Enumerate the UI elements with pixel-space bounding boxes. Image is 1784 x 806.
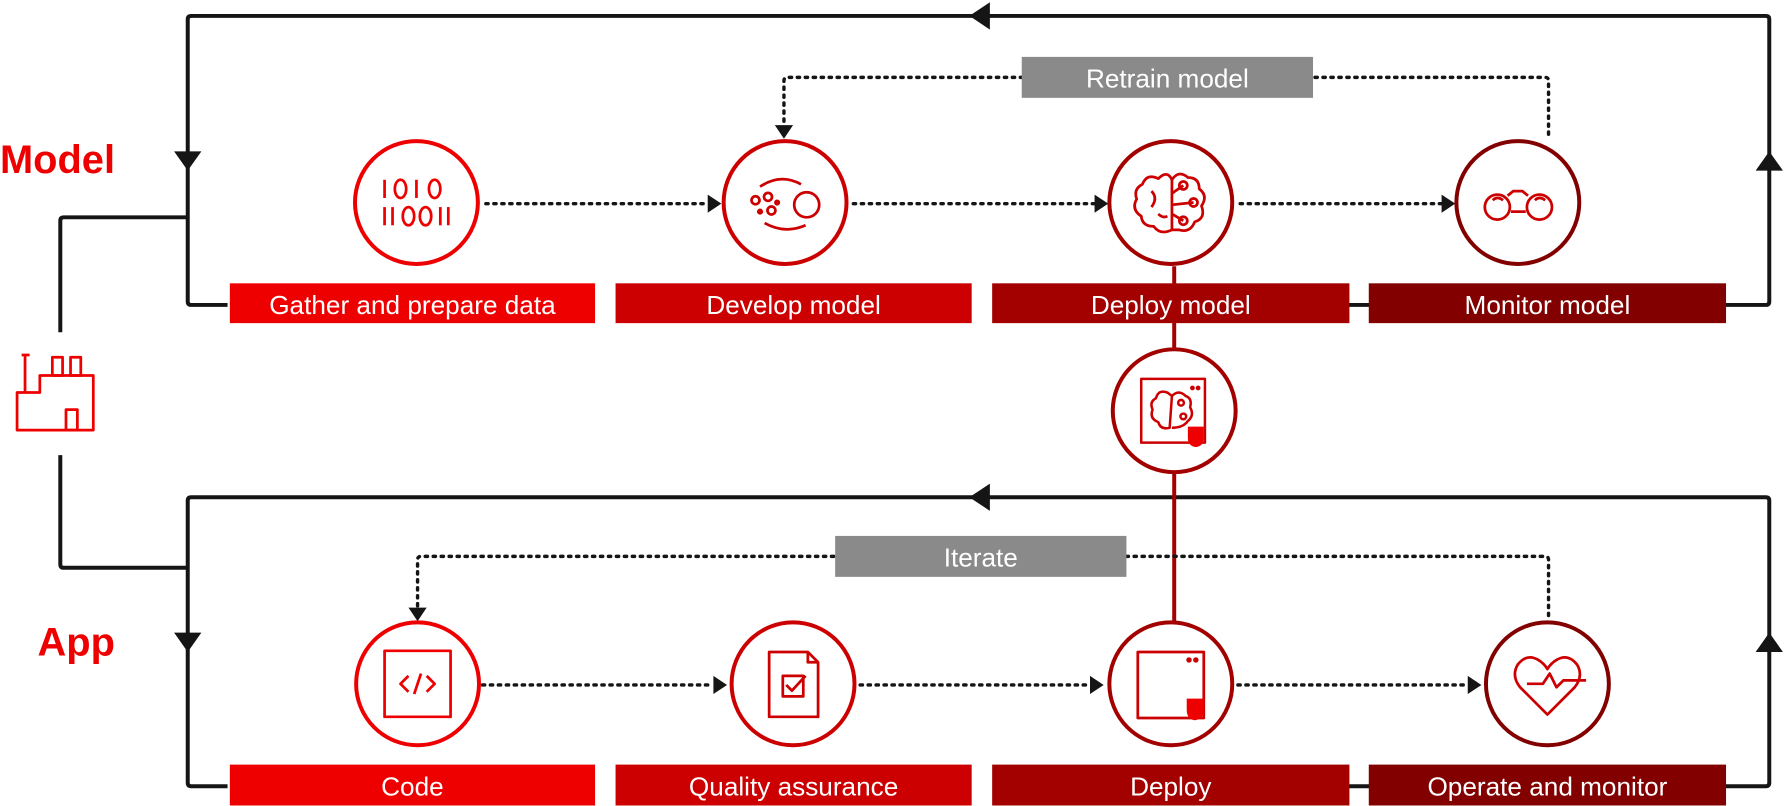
app-step-labels: Code Quality assurance Deploy Operate an… [229, 764, 1727, 806]
step-bar-code [229, 764, 596, 806]
connector-icon-circle [1110, 347, 1238, 475]
model-loop-arrow-left [174, 151, 202, 171]
step-label-deploy: Deploy [1130, 771, 1212, 801]
step-label-operate: Operate and monitor [1427, 771, 1667, 801]
step-bar-monitor-model [1368, 283, 1727, 324]
brain-network-icon [1133, 172, 1206, 234]
factory-connector-top-line [58, 215, 188, 333]
app-loop-arrow-left [174, 632, 202, 652]
app-loop [174, 483, 1783, 789]
step-label-deploy-model: Deploy model [1091, 290, 1251, 320]
step-bar-operate [1368, 764, 1727, 806]
secure-container-icon [1136, 650, 1206, 721]
model-flow-arrowheads [707, 194, 1456, 213]
step-bar-deploy-model [992, 283, 1350, 324]
step-bar-deploy [992, 764, 1350, 806]
step-bar-qa [615, 764, 972, 806]
step-icon-deploy-model [1107, 139, 1235, 266]
step-icon-qa [729, 620, 857, 748]
step-bar-gather [229, 283, 596, 324]
model-step-labels: Gather and prepare data Develop model De… [229, 283, 1727, 324]
iterate-badge [835, 535, 1127, 577]
heart-pulse-icon [1513, 656, 1587, 716]
checklist-document-icon [767, 650, 820, 719]
model-loop-arrow-top [969, 2, 990, 30]
model-section-title: Model [0, 138, 115, 182]
step-label-code: Code [381, 771, 444, 801]
model-loop-arrow-right [1755, 151, 1783, 171]
step-label-develop: Develop model [706, 290, 880, 320]
retrain-model-label: Retrain model [1086, 64, 1249, 94]
factory-connector-bottom-line [58, 455, 188, 570]
step-icon-develop [721, 139, 849, 266]
retrain-model-badge [1021, 56, 1314, 98]
model-loop [174, 2, 1783, 307]
step-label-qa: Quality assurance [689, 771, 898, 801]
binoculars-icon [1483, 189, 1554, 221]
step-bar-develop [615, 283, 972, 324]
binary-data-icon [383, 178, 450, 227]
app-loop-arrow-right [1755, 632, 1783, 652]
step-label-gather: Gather and prepare data [269, 290, 556, 320]
step-icon-code [354, 620, 482, 748]
model-development-icon [750, 177, 821, 231]
step-icon-monitor-model [1454, 139, 1582, 266]
model-in-container-icon [1139, 377, 1207, 448]
app-loop-arrow-top [969, 483, 990, 511]
iterate-feedback: Iterate [408, 535, 1551, 622]
factory-connector [15, 215, 188, 570]
app-section-title: App [38, 620, 115, 664]
code-file-icon [383, 649, 452, 719]
retrain-feedback: Retrain model [774, 56, 1551, 139]
app-flow-arrowheads [713, 675, 1482, 695]
iterate-label: Iterate [944, 543, 1018, 573]
step-icon-operate [1483, 620, 1611, 748]
step-label-monitor-model: Monitor model [1465, 290, 1631, 320]
factory-icon [15, 353, 95, 432]
step-icon-gather [353, 139, 480, 266]
step-icon-deploy [1107, 620, 1235, 748]
